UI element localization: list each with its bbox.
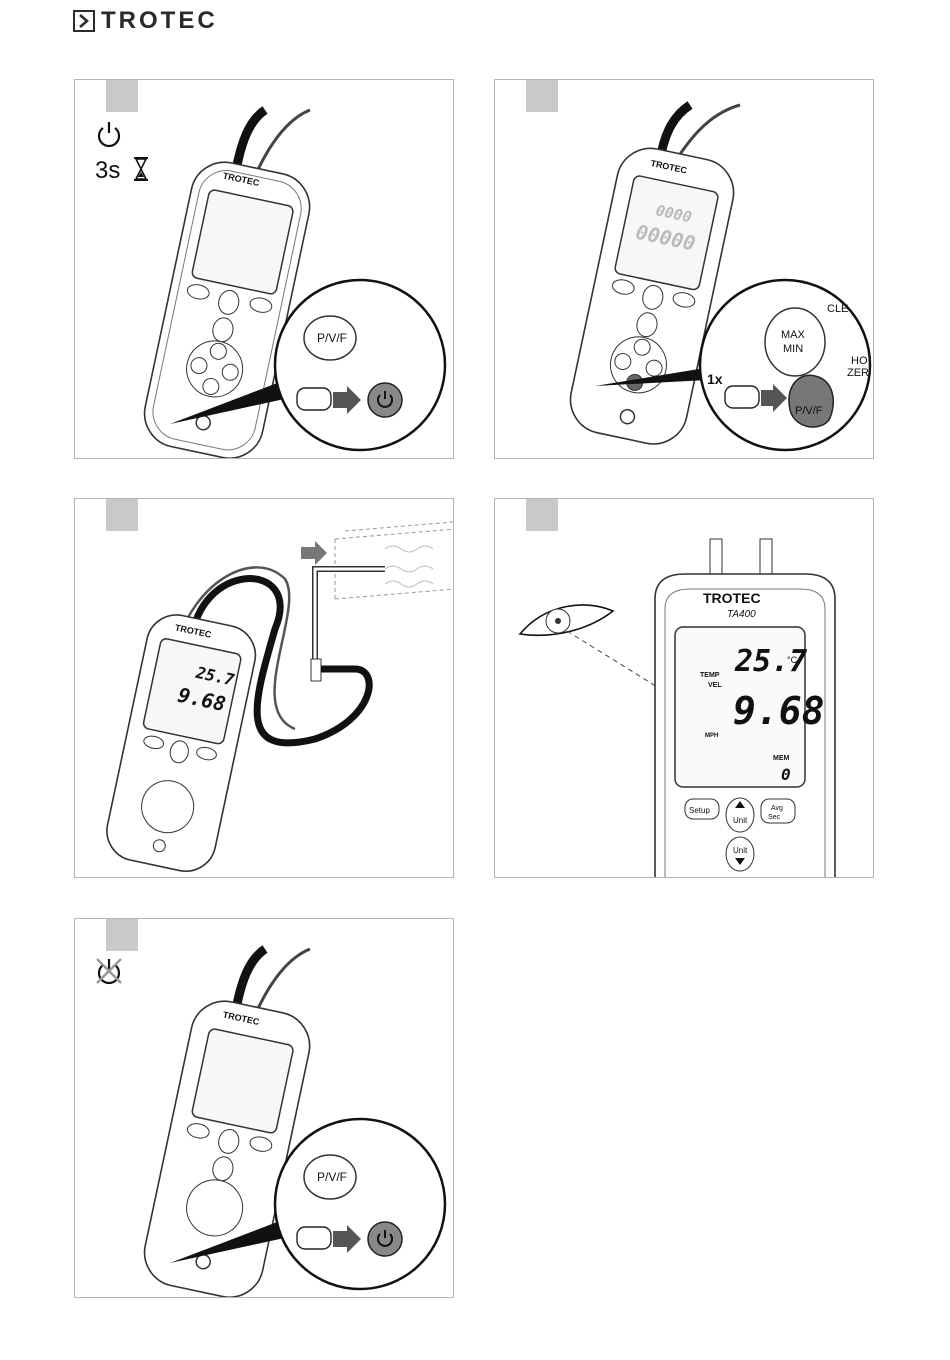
hold-time-text: 3s xyxy=(95,157,120,184)
brand-logo: TROTEC xyxy=(73,8,218,34)
device-brand: TROTEC xyxy=(703,590,761,606)
step-panel-2: TROTEC 0000 00000 MAX MIN CLE HO ZER 1x xyxy=(494,79,874,459)
hourglass-icon xyxy=(134,158,148,180)
step-panel-4: TROTEC TA400 25.7 °C TEMP VEL 9.68 MPH M… xyxy=(494,498,874,878)
power-icon xyxy=(99,122,119,146)
zoom-button-label: P/V/F xyxy=(317,331,347,345)
zoom-maxmin-bottom: MIN xyxy=(783,343,803,355)
power-button-icon xyxy=(368,383,402,417)
step-panel-3: TROTEC 25.7 9.68 xyxy=(74,498,454,878)
power-button-icon xyxy=(368,1222,402,1256)
setup-button[interactable]: Setup xyxy=(685,799,719,819)
zoom-zero-label: ZER xyxy=(847,367,869,379)
press-count: 1x xyxy=(707,371,723,387)
zoom-button-label: P/V/F xyxy=(317,1170,347,1184)
zoom-hold-label: HO xyxy=(851,355,868,367)
step-panel-1: 3s TROTEC P xyxy=(74,79,454,459)
zoom-maxmin-top: MAX xyxy=(781,329,806,341)
unit-down-button[interactable]: Unit xyxy=(726,837,754,871)
avg-button-label: Avg xyxy=(771,805,783,812)
lcd-vel-label: VEL xyxy=(708,682,722,689)
unit-up-label: Unit xyxy=(733,816,748,825)
unit-up-button[interactable]: Unit xyxy=(726,798,754,832)
setup-button-label: Setup xyxy=(689,806,710,815)
zoom-clear-label: CLE xyxy=(827,303,848,315)
avg-sec-label: Sec xyxy=(768,814,781,821)
unit-down-label: Unit xyxy=(733,846,748,855)
device-model: TA400 xyxy=(727,609,756,620)
lcd-temp-unit: °C xyxy=(787,655,798,665)
pvf-button-highlight xyxy=(789,375,833,427)
device-closeup: TROTEC TA400 25.7 °C TEMP VEL 9.68 MPH M… xyxy=(655,574,835,878)
power-off-icon xyxy=(97,959,121,983)
air-duct-illustration xyxy=(301,521,454,599)
brand-chevron-icon xyxy=(73,10,95,32)
lcd-vel-unit: MPH xyxy=(705,733,718,739)
lcd-temp-label: TEMP xyxy=(700,672,720,679)
step-panel-5: TROTEC P/V/F xyxy=(74,918,454,1298)
lcd-mem-label: MEM xyxy=(773,755,790,762)
lcd-mem-value: 0 xyxy=(781,765,791,784)
avg-button[interactable]: Avg Sec xyxy=(761,799,795,823)
insert-direction-arrow xyxy=(301,541,327,565)
brand-name: TROTEC xyxy=(101,7,218,35)
device-illustration: TROTEC 25.7 9.68 xyxy=(101,609,261,876)
lcd-vel-value: 9.68 xyxy=(733,689,825,733)
zoom-button-label: P/V/F xyxy=(795,405,823,417)
